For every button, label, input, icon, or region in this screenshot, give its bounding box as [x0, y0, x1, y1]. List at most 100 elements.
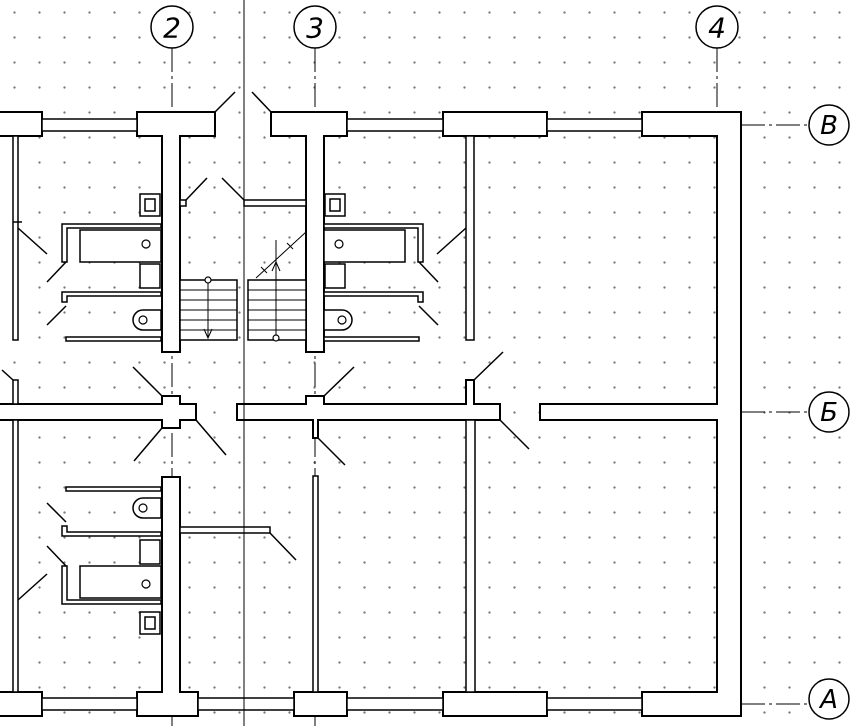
bathroom-partition: [65, 486, 162, 492]
axis-marker-a: А: [808, 678, 850, 720]
axis-bubble: [808, 391, 850, 433]
bathroom-partition: [323, 291, 424, 303]
axis-markers: 2 3 4 В Б А: [150, 5, 850, 720]
wall-pier: [0, 691, 43, 717]
stair-arrow-start: [204, 276, 212, 284]
bathtub-drain: [334, 239, 344, 249]
stair: [179, 231, 307, 342]
window: [546, 697, 643, 711]
wall-pier: [442, 691, 548, 717]
door-leaf: [269, 532, 297, 561]
door-leaf: [185, 177, 208, 201]
sink-basin: [329, 198, 341, 212]
axis-marker-v: В: [808, 104, 850, 146]
door-leaf: [132, 366, 163, 397]
door-leaf: [499, 419, 530, 450]
door-leaf: [46, 545, 67, 567]
bathtub-drain: [141, 579, 151, 589]
outer-walls: [0, 111, 742, 717]
axis-label: В: [820, 111, 838, 141]
bathroom-partition: [323, 336, 420, 342]
window: [546, 118, 643, 132]
bathroom-partition: [61, 565, 162, 605]
bathroom-lower-left: [61, 486, 162, 635]
door-leaf: [46, 261, 67, 283]
stair-arrow-down-head: [203, 328, 213, 340]
stair-treads-right: [248, 289, 306, 331]
door-leaf: [473, 351, 504, 381]
door-leaf: [133, 427, 163, 462]
wall-break-line: [214, 91, 236, 113]
door-leaf: [17, 227, 48, 255]
door-leaf: [418, 305, 439, 326]
axis-bubble: [293, 5, 337, 49]
stair-arrow-up-head: [271, 260, 281, 272]
wall-axis-2-bottom: [136, 476, 199, 717]
wall-middle-center: [236, 379, 501, 439]
partition: [312, 475, 319, 693]
bathtub-drain: [141, 239, 151, 249]
wall-break-line: [251, 91, 272, 113]
window: [41, 118, 138, 132]
window: [41, 697, 138, 711]
axis-bubble: [150, 5, 194, 49]
window: [197, 697, 295, 711]
sink-basin: [144, 198, 156, 212]
door-leaf: [221, 177, 245, 201]
door-leaf: [317, 437, 346, 466]
sink-basin: [144, 616, 156, 630]
stair-break-ticks: [260, 242, 294, 274]
wall-pier: [442, 111, 548, 137]
partition: [465, 135, 475, 341]
washbasin: [324, 263, 346, 289]
door-leaves: [1, 91, 530, 601]
partition: [179, 199, 187, 207]
door-leaf: [323, 366, 355, 397]
stair-arrow-start: [272, 334, 280, 342]
washbasin: [139, 539, 161, 565]
wall-pier: [293, 691, 348, 717]
door-leaf: [1, 369, 14, 381]
axis-bubble: [808, 104, 850, 146]
toilet-bowl: [337, 315, 347, 325]
toilet-bowl: [138, 503, 148, 513]
door-leaf: [195, 419, 227, 456]
bathroom-partition: [61, 223, 162, 263]
door-leaf: [418, 261, 439, 283]
bathroom-upper-left: [61, 193, 162, 342]
axis-marker-4: 4: [695, 5, 739, 49]
window: [346, 118, 444, 132]
axis-label: 3: [306, 12, 324, 45]
wall-pier-axis-2-top: [136, 111, 216, 353]
axis-label: 4: [708, 12, 726, 45]
axis-bubble: [695, 5, 739, 49]
axis-label: А: [818, 685, 838, 715]
door-leaf: [46, 305, 67, 326]
bathroom-partition: [61, 525, 162, 537]
axis-marker-2: 2: [150, 5, 194, 49]
stair-break-line: [255, 231, 307, 279]
partition: [465, 419, 476, 693]
partition: [12, 135, 19, 341]
axis-bubble: [808, 678, 850, 720]
door-leaf: [436, 227, 467, 255]
wall-middle-left: [0, 395, 197, 429]
wall-right-axis-4: [539, 111, 742, 717]
windows: [41, 118, 643, 711]
partition: [243, 199, 307, 207]
window: [346, 697, 444, 711]
axis-marker-3: 3: [293, 5, 337, 49]
bathroom-partition: [65, 336, 162, 342]
bathroom-partition: [61, 291, 162, 303]
axis-lines: [171, 48, 810, 726]
partition: [12, 379, 19, 405]
toilet-bowl: [138, 315, 148, 325]
partition: [12, 419, 19, 693]
axis-label: Б: [820, 398, 838, 428]
door-leaf: [17, 573, 48, 601]
axis-marker-b: Б: [808, 391, 850, 433]
washbasin: [139, 263, 161, 289]
bathroom-upper-right: [323, 193, 424, 342]
